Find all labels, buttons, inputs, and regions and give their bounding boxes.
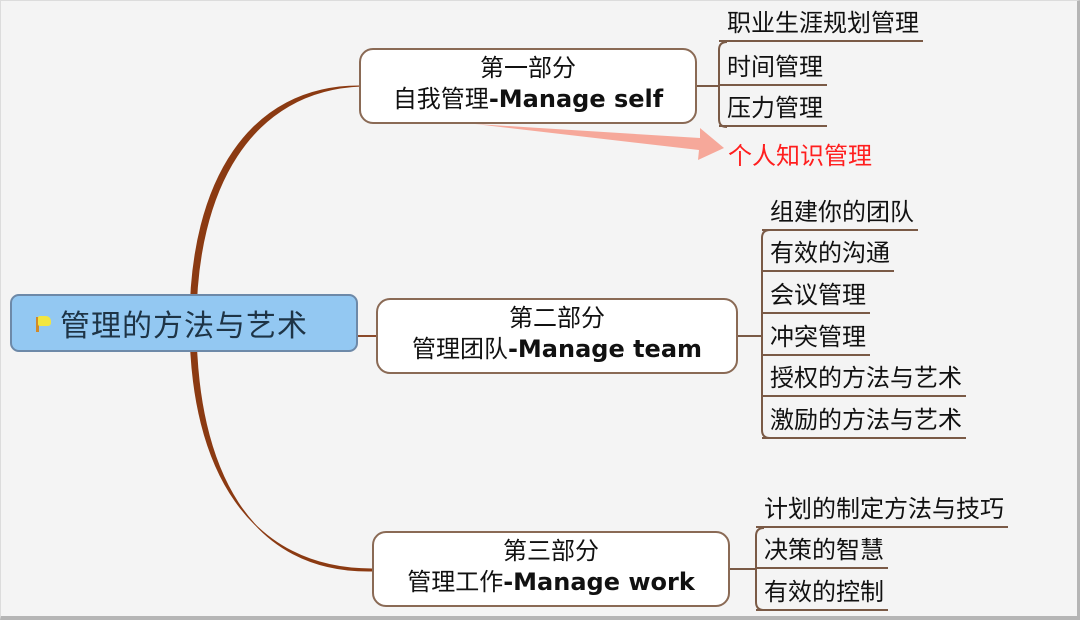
leaf-node[interactable]: 有效的控制 bbox=[756, 577, 888, 611]
leaf-node[interactable]: 有效的沟通 bbox=[762, 238, 894, 272]
leaf-node[interactable]: 计划的制定方法与技巧 bbox=[756, 494, 1008, 528]
leaf-node[interactable]: 职业生涯规划管理 bbox=[719, 8, 923, 42]
branch-node-manage-work[interactable]: 第三部分 管理工作-Manage work bbox=[372, 531, 730, 607]
branch-subtitle-en: -Manage self bbox=[488, 85, 664, 113]
branch-subtitle-cn: 自我管理 bbox=[392, 85, 489, 113]
leaf-node[interactable]: 授权的方法与艺术 bbox=[762, 363, 966, 397]
leaf-node[interactable]: 时间管理 bbox=[719, 52, 827, 86]
leaf-node[interactable]: 激励的方法与艺术 bbox=[762, 405, 966, 439]
branch-title: 第二部分 bbox=[509, 304, 605, 332]
leaf-node[interactable]: 决策的智慧 bbox=[756, 535, 888, 569]
callout-arrow bbox=[475, 124, 724, 160]
connector-root-branch1 bbox=[189, 85, 363, 324]
branch-node-manage-self[interactable]: 第一部分 自我管理-Manage self bbox=[359, 48, 697, 124]
branch-title: 第三部分 bbox=[503, 537, 599, 565]
leaf-node[interactable]: 组建你的团队 bbox=[762, 197, 918, 231]
root-node[interactable]: 管理的方法与艺术 bbox=[10, 294, 358, 352]
branch-title: 第一部分 bbox=[480, 54, 576, 82]
leaf-node[interactable]: 会议管理 bbox=[762, 280, 870, 314]
branch-node-manage-team[interactable]: 第二部分 管理团队-Manage team bbox=[376, 298, 738, 374]
flag-icon bbox=[34, 314, 52, 332]
branch-subtitle-cn: 管理团队 bbox=[411, 335, 508, 363]
leaf-node[interactable]: 冲突管理 bbox=[762, 322, 870, 356]
branch-subtitle-cn: 管理工作 bbox=[407, 568, 504, 596]
branch-subtitle-en: -Manage team bbox=[507, 335, 703, 363]
leaf-node[interactable]: 压力管理 bbox=[719, 93, 827, 127]
root-label: 管理的方法与艺术 bbox=[60, 309, 308, 344]
connector-root-branch3 bbox=[189, 322, 373, 572]
callout-label[interactable]: 个人知识管理 bbox=[728, 142, 872, 170]
branch-subtitle-en: -Manage work bbox=[503, 568, 695, 596]
